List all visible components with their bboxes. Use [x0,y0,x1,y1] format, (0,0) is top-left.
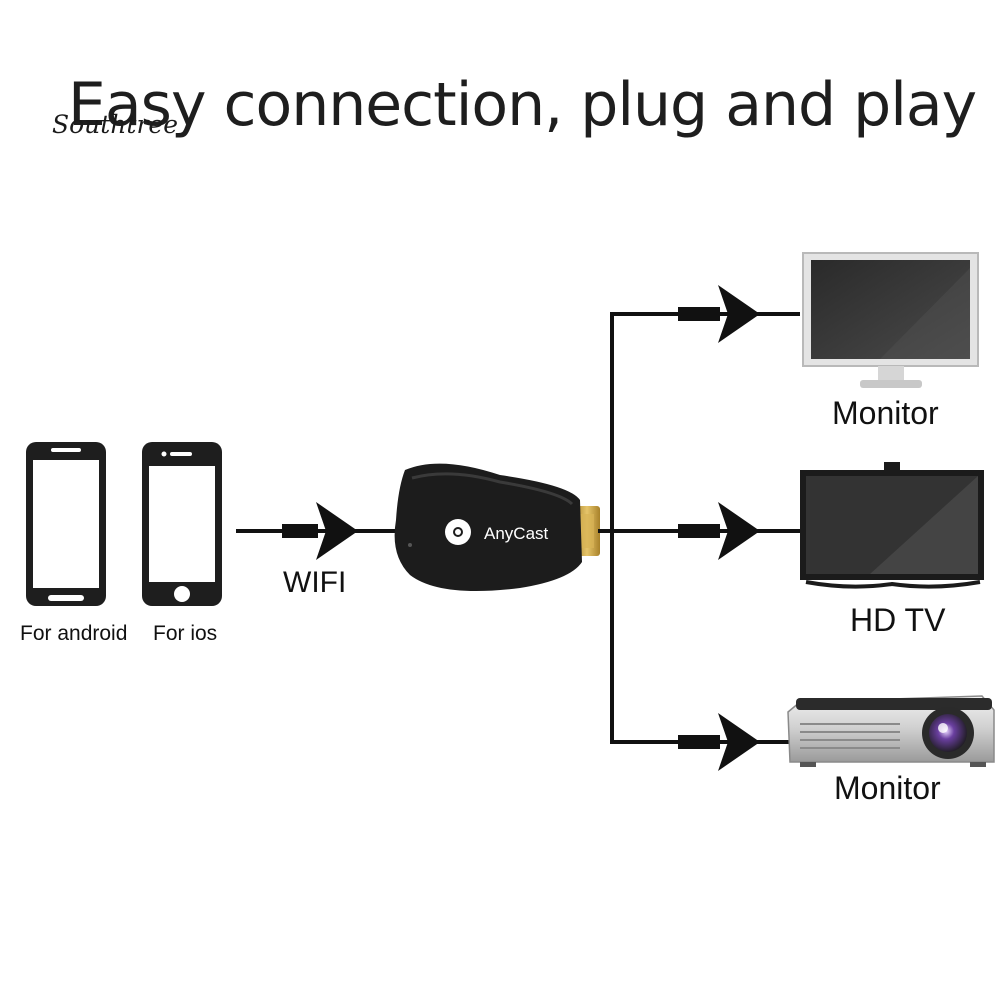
ios-label: For ios [153,622,218,645]
tv-icon [800,462,984,589]
monitor-icon [802,252,979,388]
hdtv-label: HD TV [850,602,946,638]
android-phone-icon [26,442,106,606]
monitor-label: Monitor [832,395,939,431]
dongle-brand: AnyCast [484,524,549,543]
monitor-arrow [612,285,800,343]
anycast-dongle: AnyCast [394,463,600,592]
tv-arrow [612,502,800,560]
android-label: For android [20,622,128,645]
output-bus [598,312,614,744]
page-title: Easy connection, plug and play [68,70,977,140]
iphone-icon [142,442,222,606]
watermark: Southtree [52,110,179,139]
projector-icon [787,695,995,767]
wifi-label: WIFI [283,566,347,599]
projector-label: Monitor [834,770,941,806]
projector-arrow [612,713,790,771]
wifi-connector-arrow [236,502,398,560]
